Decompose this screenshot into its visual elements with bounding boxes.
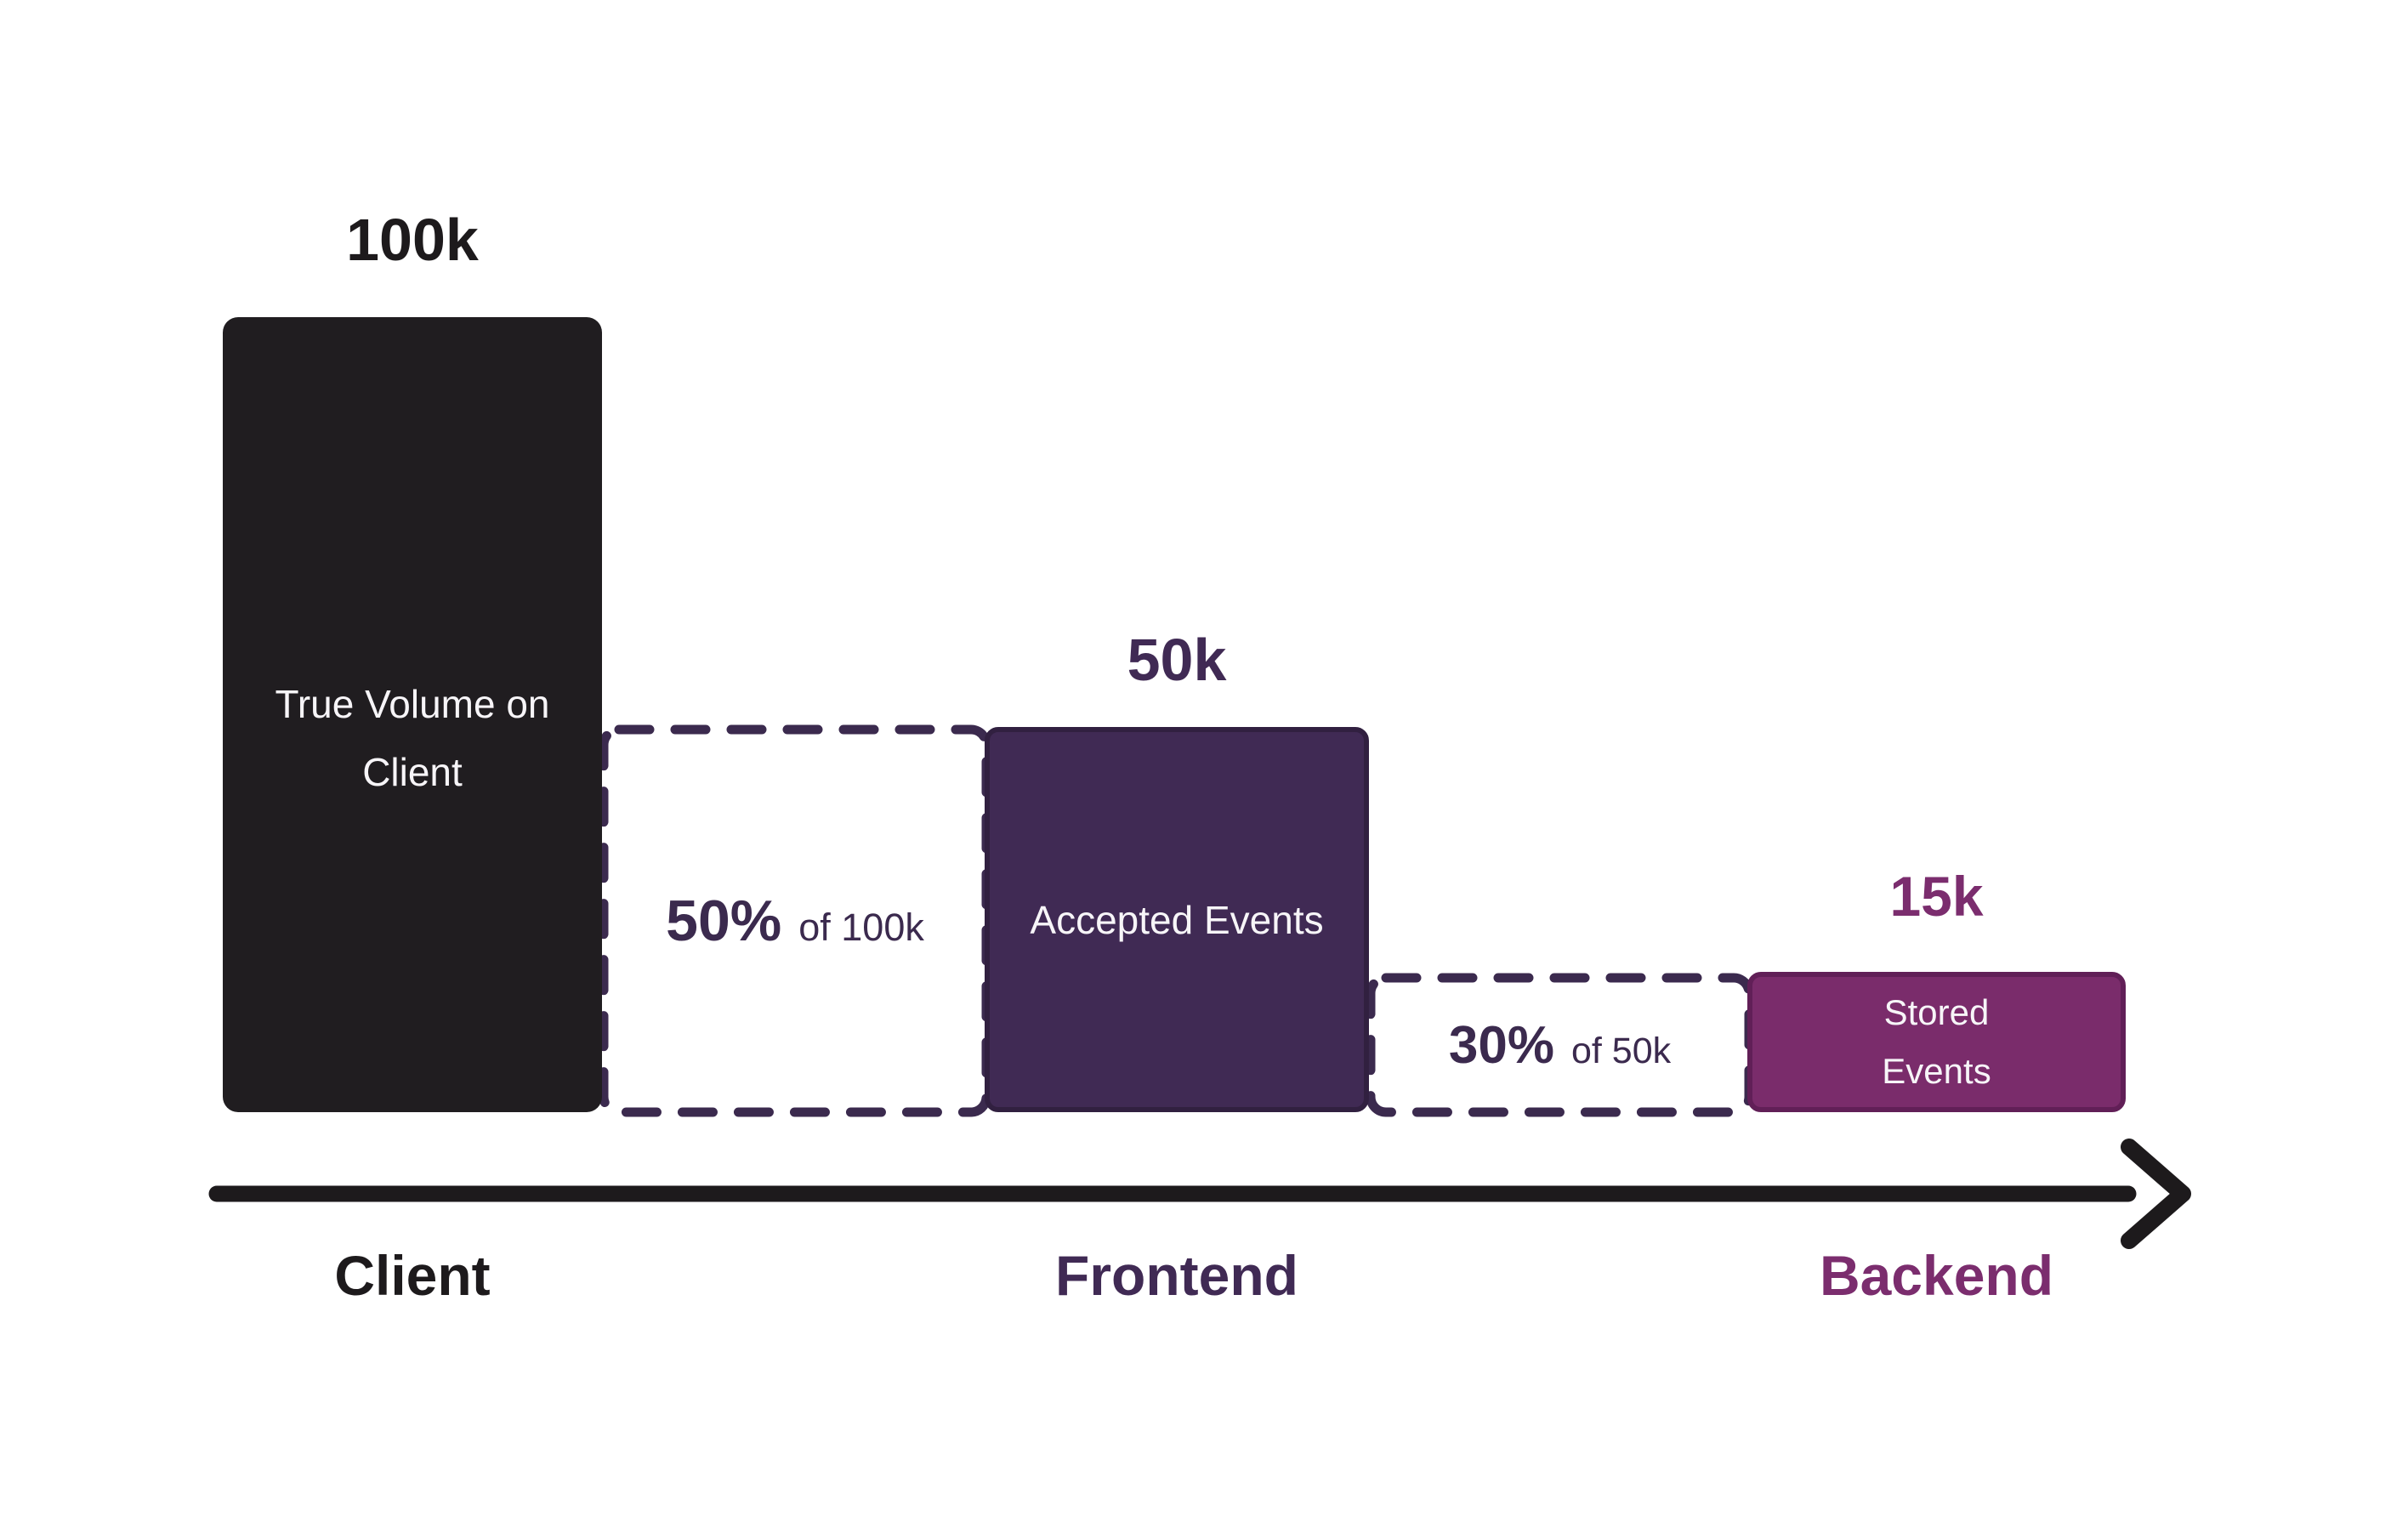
value-label-frontend: 50k (1127, 627, 1227, 693)
bar-stored-events: Stored Events (1747, 972, 2126, 1112)
flow-arrow-head-icon (2121, 1139, 2191, 1249)
drop-pct-frontend: 50% (666, 889, 782, 953)
drop-box-frontend-outline (599, 724, 991, 1117)
axis-label-backend: Backend (1819, 1244, 2054, 1307)
drop-annotation-frontend: 50% of 100k (604, 730, 986, 1112)
bar-label-frontend: Accepted Events (1030, 897, 1324, 942)
drop-of-backend: of 50k (1570, 1030, 1672, 1071)
drop-annotation-backend-text: 30% of 50k (1449, 1015, 1671, 1076)
drop-of-frontend: of 100k (798, 906, 924, 949)
bar-label-client: True Volume on Client (275, 681, 550, 795)
value-label-client: 100k (346, 207, 479, 273)
drop-annotation-backend: 30% of 50k (1371, 978, 1749, 1112)
bar-accepted-events: Accepted Events (985, 727, 1369, 1112)
value-label-backend: 15k (1889, 865, 1984, 928)
drop-pct-backend: 30% (1448, 1015, 1554, 1075)
drop-annotation-frontend-text: 50% of 100k (666, 888, 924, 954)
axis-label-frontend: Frontend (1055, 1244, 1298, 1307)
axis-label-client: Client (334, 1244, 491, 1307)
bar-true-volume-on-client: True Volume on Client (223, 317, 602, 1112)
bar-label-backend: Stored Events (1882, 992, 1991, 1091)
